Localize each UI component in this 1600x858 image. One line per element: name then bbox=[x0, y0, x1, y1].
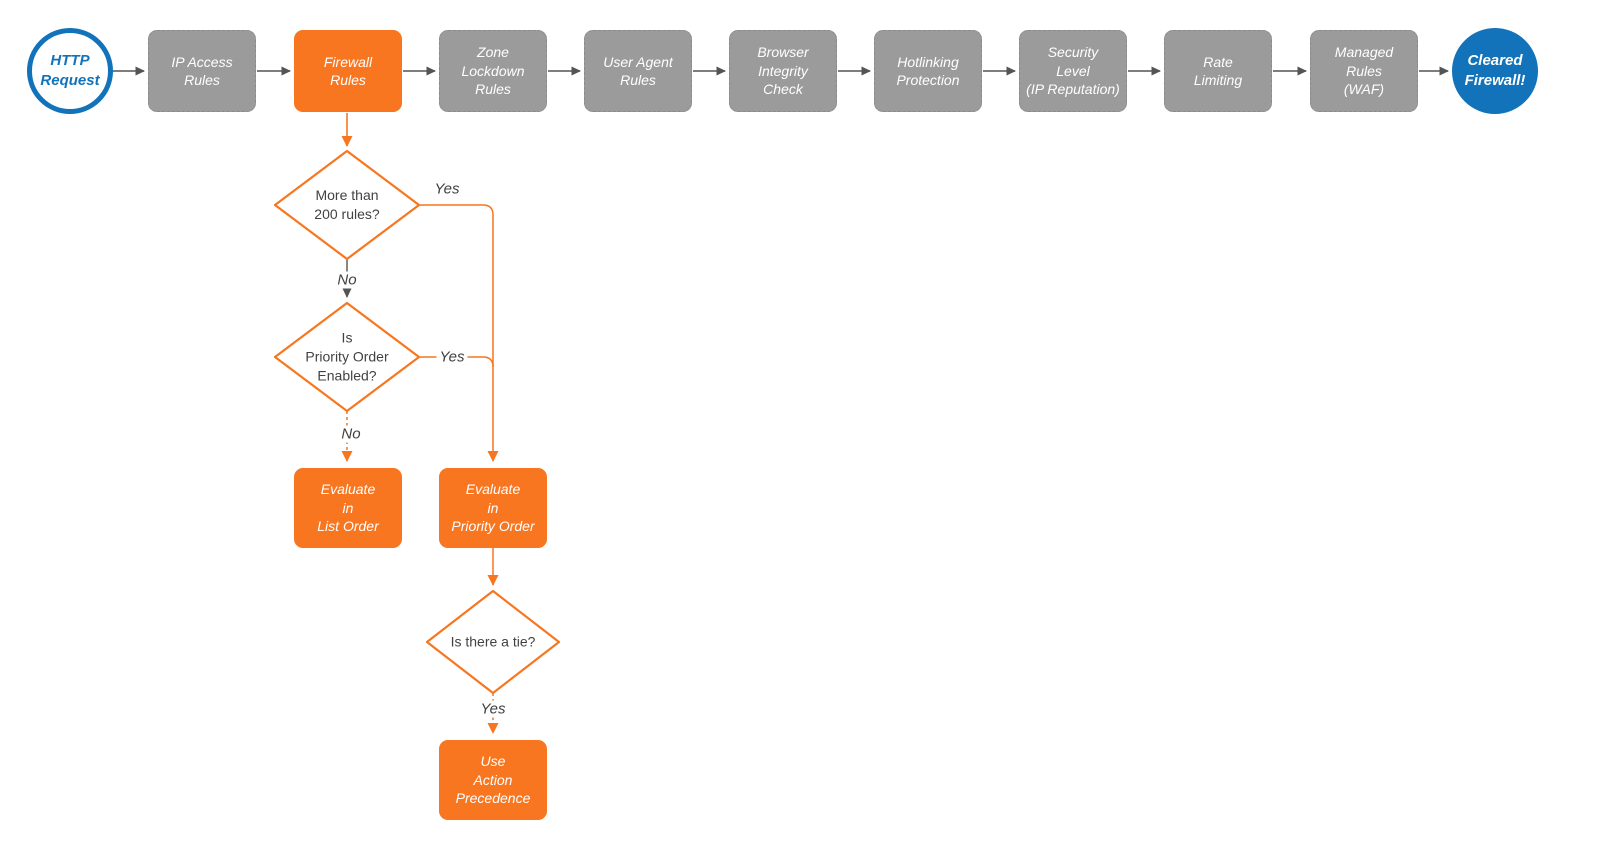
arrow-yes-decision1-to-priority-order bbox=[419, 204, 499, 462]
node-user-agent-rules: User Agent Rules bbox=[584, 30, 692, 112]
decision-label-more-than-200-rules: More than 200 rules? bbox=[314, 187, 380, 222]
edge-label-yes-3: Yes bbox=[477, 700, 509, 718]
node-hotlinking-protection: Hotlinking Protection bbox=[874, 30, 982, 112]
node-security-level-ip-reputation: Security Level (IP Reputation) bbox=[1019, 30, 1127, 112]
node-cleared-firewall: Cleared Firewall! bbox=[1452, 28, 1538, 114]
node-firewall-rules: Firewall Rules bbox=[294, 30, 402, 112]
decision-label-is-there-a-tie: Is there a tie? bbox=[450, 633, 536, 650]
edge-label-no-2: No bbox=[338, 425, 364, 443]
decision-diamond-priority-order-enabled bbox=[273, 301, 421, 413]
decision-diamond-is-there-a-tie bbox=[425, 589, 561, 695]
node-ip-access-rules: IP Access Rules bbox=[148, 30, 256, 112]
edge-label-yes-2: Yes bbox=[436, 348, 468, 366]
node-http-request: HTTP Request bbox=[27, 28, 113, 114]
edge-label-yes-1: Yes bbox=[431, 180, 463, 198]
node-managed-rules-waf: Managed Rules (WAF) bbox=[1310, 30, 1418, 112]
arrow-yes-decision2-join bbox=[419, 356, 494, 368]
node-evaluate-in-list-order: Evaluate in List Order bbox=[294, 468, 402, 548]
node-browser-integrity-check: Browser Integrity Check bbox=[729, 30, 837, 112]
node-use-action-precedence: Use Action Precedence bbox=[439, 740, 547, 820]
node-evaluate-in-priority-order: Evaluate in Priority Order bbox=[439, 468, 547, 548]
decision-label-priority-order-enabled: Is Priority Order Enabled? bbox=[305, 329, 389, 384]
decision-diamond-more-than-200-rules bbox=[273, 149, 421, 261]
node-rate-limiting: Rate Limiting bbox=[1164, 30, 1272, 112]
node-zone-lockdown-rules: Zone Lockdown Rules bbox=[439, 30, 547, 112]
edge-label-no-1: No bbox=[334, 271, 360, 289]
